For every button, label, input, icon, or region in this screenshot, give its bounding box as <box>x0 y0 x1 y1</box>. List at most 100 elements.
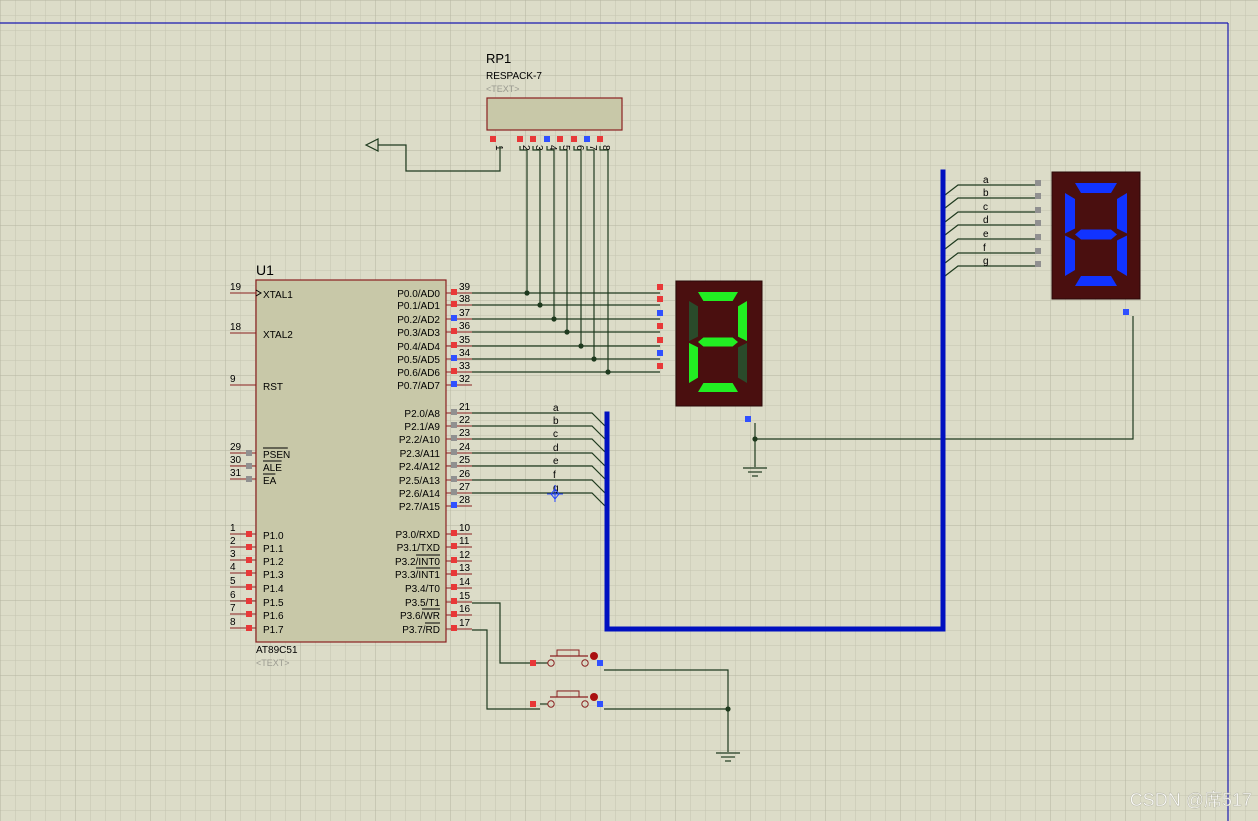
push-button[interactable] <box>530 690 603 708</box>
u1-pin-3[interactable]: 3P1.2 <box>230 549 284 568</box>
net-label[interactable]: b <box>983 188 989 199</box>
pin-marker[interactable] <box>597 136 603 142</box>
display-2-pin[interactable] <box>1035 234 1041 240</box>
net-label[interactable]: b <box>553 416 559 427</box>
pin-marker[interactable] <box>246 570 252 576</box>
rp1-pin-6[interactable]: 6 <box>571 136 585 151</box>
pin-marker[interactable] <box>490 136 496 142</box>
net-label[interactable]: a <box>553 403 559 414</box>
pin-marker[interactable] <box>451 449 457 455</box>
pin-marker[interactable] <box>451 570 457 576</box>
net-label[interactable]: e <box>553 456 559 467</box>
pin-marker[interactable] <box>451 435 457 441</box>
rp1-body[interactable] <box>486 97 623 131</box>
rp1-pin-8[interactable]: 8 <box>597 136 611 151</box>
net-label[interactable]: e <box>983 229 989 240</box>
pin-marker[interactable] <box>530 136 536 142</box>
u1-body[interactable] <box>255 279 447 643</box>
pin-marker[interactable] <box>246 598 252 604</box>
pin-marker[interactable] <box>451 368 457 374</box>
display-1-pin[interactable] <box>657 296 663 302</box>
net-label[interactable]: c <box>983 202 988 213</box>
rp1-pin-5[interactable]: 5 <box>557 136 571 151</box>
pin-marker[interactable] <box>451 422 457 428</box>
pin-marker[interactable] <box>246 584 252 590</box>
pin-marker[interactable] <box>246 625 252 631</box>
pin-marker[interactable] <box>451 289 457 295</box>
ground-symbol[interactable] <box>743 467 767 477</box>
pin-marker[interactable] <box>451 530 457 536</box>
rp1-pin-1[interactable]: 1 <box>490 136 504 151</box>
pin-marker[interactable] <box>451 502 457 508</box>
display-1-pin[interactable] <box>657 310 663 316</box>
display-2-pin[interactable] <box>1035 261 1041 267</box>
seven-seg-display-1[interactable] <box>657 280 763 422</box>
rp1-pin-4[interactable]: 4 <box>544 136 558 151</box>
pin-marker[interactable] <box>451 462 457 468</box>
pin-marker[interactable] <box>451 584 457 590</box>
pin-marker[interactable] <box>517 136 523 142</box>
pin-marker[interactable] <box>451 543 457 549</box>
pin-marker[interactable] <box>246 476 252 482</box>
pin-marker[interactable] <box>451 355 457 361</box>
pin-marker[interactable] <box>451 476 457 482</box>
power-terminal[interactable] <box>364 138 501 172</box>
net-label[interactable]: c <box>553 429 558 440</box>
u1-microcontroller[interactable]: U1 AT89C51 <TEXT> 19XTAL118XTAL29RST29PS… <box>230 262 472 668</box>
data-bus[interactable] <box>604 169 946 632</box>
u1-pin-7[interactable]: 7P1.6 <box>230 603 284 622</box>
net-label[interactable]: g <box>553 483 559 494</box>
u1-pin-8[interactable]: 8P1.7 <box>230 617 284 636</box>
net-label[interactable]: f <box>553 470 556 481</box>
pin-marker[interactable] <box>451 315 457 321</box>
pin-marker[interactable] <box>451 381 457 387</box>
u1-pin-2[interactable]: 2P1.1 <box>230 536 284 555</box>
rp1-pin-2[interactable]: 2 <box>517 136 531 151</box>
display-1-pin[interactable] <box>657 337 663 343</box>
pin-marker[interactable] <box>246 463 252 469</box>
pin-marker[interactable] <box>451 489 457 495</box>
pin-marker[interactable] <box>451 328 457 334</box>
display-2-pin[interactable] <box>1035 180 1041 186</box>
u1-pin-5[interactable]: 5P1.4 <box>230 576 284 595</box>
net-label[interactable]: f <box>983 243 986 254</box>
pin-marker[interactable] <box>451 611 457 617</box>
display-2-pin[interactable] <box>1035 207 1041 213</box>
net-label[interactable]: d <box>553 443 559 454</box>
net-label[interactable]: a <box>983 175 989 186</box>
pin-marker[interactable] <box>557 136 563 142</box>
display-1-pin[interactable] <box>657 363 663 369</box>
net-label[interactable]: g <box>983 256 989 267</box>
display-1-pin[interactable] <box>657 350 663 356</box>
push-button[interactable] <box>530 649 603 667</box>
display-1-pin[interactable] <box>657 284 663 290</box>
pin-marker[interactable] <box>451 557 457 563</box>
display-2-pin[interactable] <box>1035 220 1041 226</box>
net-label[interactable]: d <box>983 215 989 226</box>
pin-marker[interactable] <box>451 409 457 415</box>
pin-marker[interactable] <box>451 625 457 631</box>
